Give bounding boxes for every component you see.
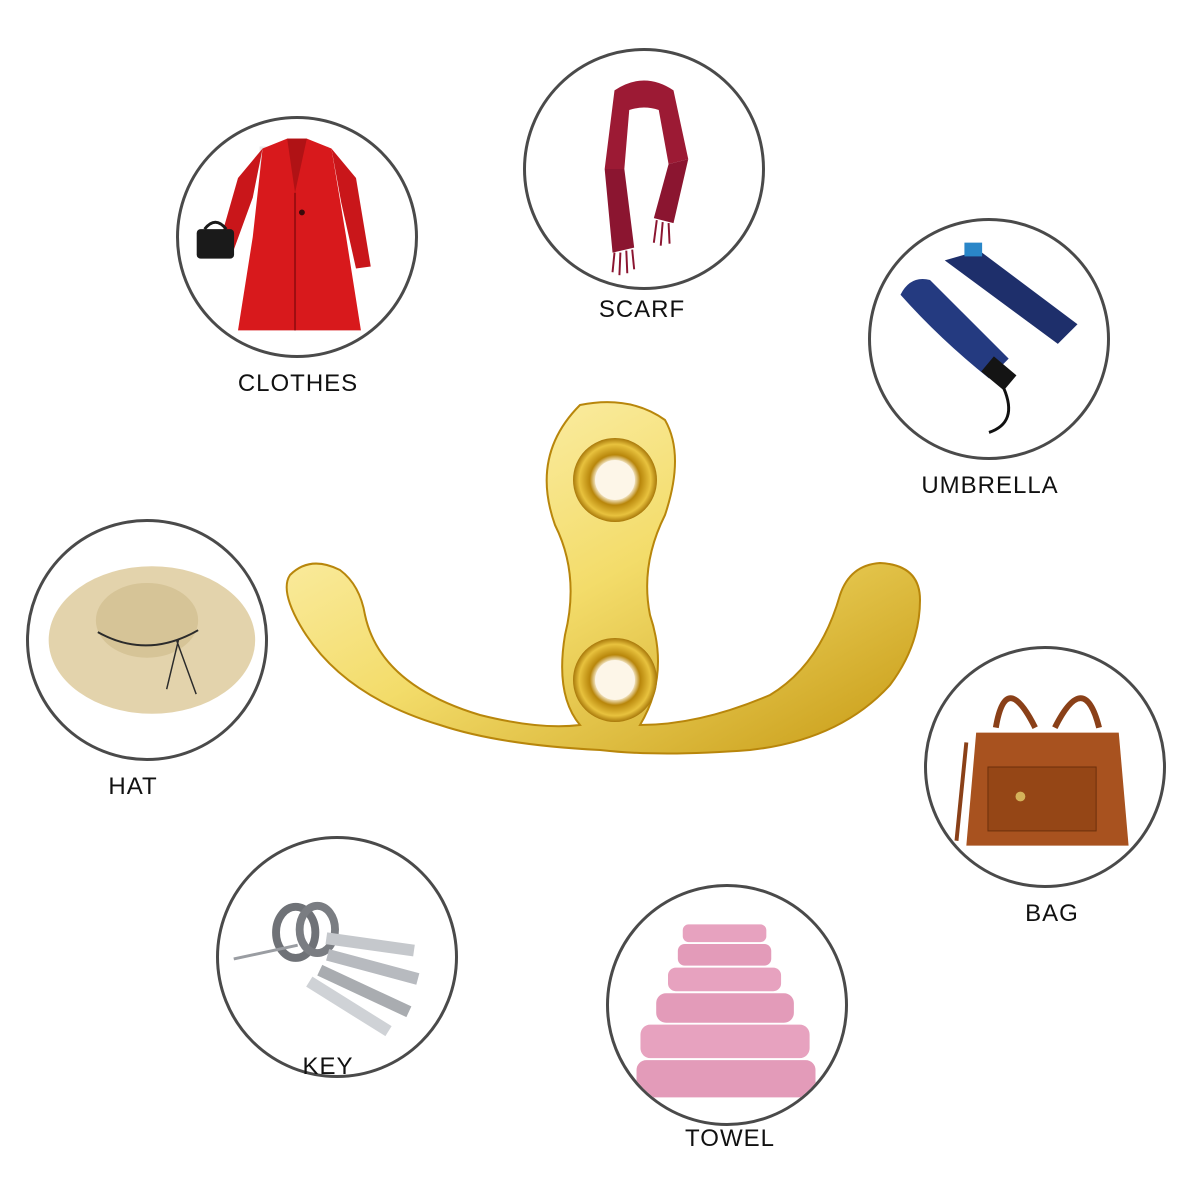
- scarf-circle: [523, 48, 765, 290]
- hat-label: HAT: [108, 773, 158, 800]
- key-icon: [233, 901, 420, 1037]
- towel-circle: [606, 884, 848, 1126]
- bag-circle: [924, 646, 1166, 888]
- coat-icon: [196, 138, 371, 331]
- clothes-circle: [176, 116, 418, 358]
- umbrella-label: UMBRELLA: [921, 472, 1059, 499]
- scarf-label: SCARF: [598, 296, 686, 323]
- key-label: KEY: [302, 1053, 354, 1080]
- bag-icon: [954, 695, 1129, 846]
- bag-label: BAG: [1025, 900, 1079, 927]
- umbrella-circle: [868, 218, 1110, 460]
- hat-icon: [48, 566, 256, 714]
- hat-circle: [26, 519, 268, 761]
- umbrella-icon: [900, 242, 1078, 434]
- scarf-icon: [604, 80, 689, 276]
- clothes-label: CLOTHES: [237, 370, 359, 397]
- towel-label: TOWEL: [685, 1125, 775, 1152]
- towel-icon: [636, 924, 816, 1098]
- hook-icon: [285, 401, 922, 755]
- key-circle: [216, 836, 458, 1078]
